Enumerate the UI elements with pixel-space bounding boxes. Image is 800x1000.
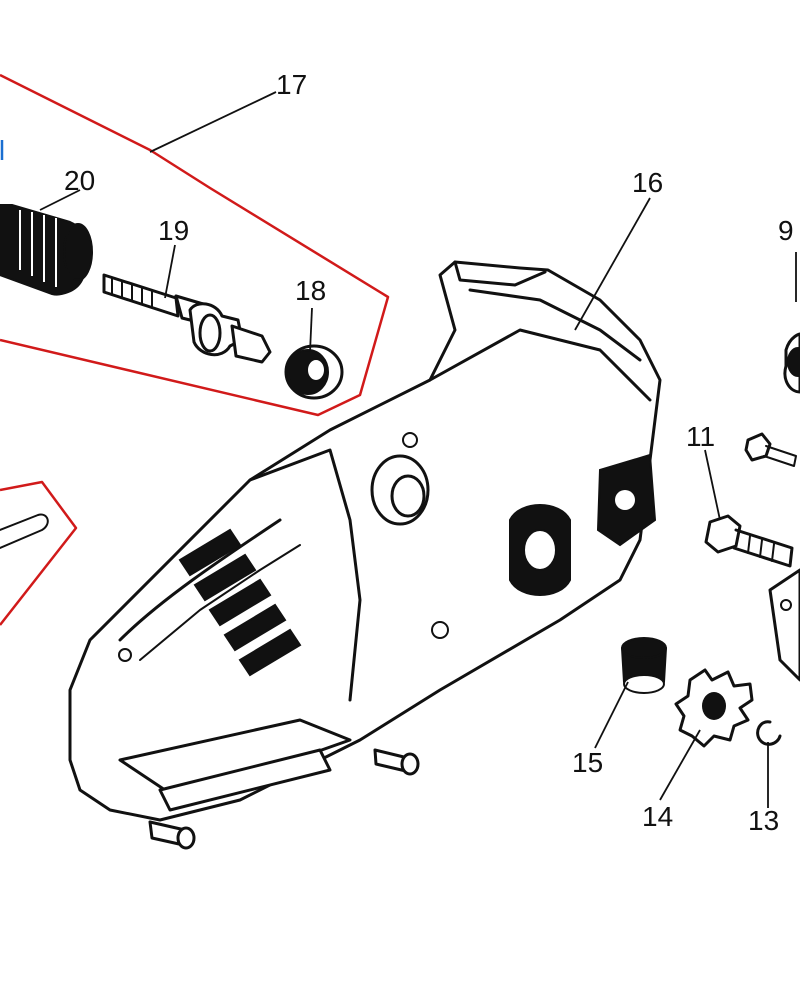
callout-13: 13 [748,805,779,836]
adjacent-group-outline [0,480,78,626]
bolt-icon [704,514,794,568]
callout-11: 11 [686,421,715,452]
gear-icon [0,204,93,296]
sprocket-icon [674,668,754,748]
assembly-17-group-outline [0,73,390,417]
callout-19: 19 [158,215,189,246]
screw-icon [148,820,196,850]
screw-icon [373,748,420,776]
callout-9: 9 [778,215,794,246]
callout-16: 16 [632,167,663,198]
callout-15: 15 [572,747,603,778]
cover-plate-icon [768,568,800,682]
circlip-icon [756,720,782,746]
callout-14: 14 [642,801,673,832]
bushing-icon [620,637,668,694]
bearing-icon [284,344,344,400]
callout-20: 20 [64,165,95,196]
callout-17: 17 [276,69,307,100]
screw-icon [744,432,797,467]
shaft-icon [102,273,272,364]
housing-icon [68,260,662,850]
leader-lines [39,91,797,808]
callout-18: 18 [295,275,326,306]
oil-cap-icon [783,332,800,394]
